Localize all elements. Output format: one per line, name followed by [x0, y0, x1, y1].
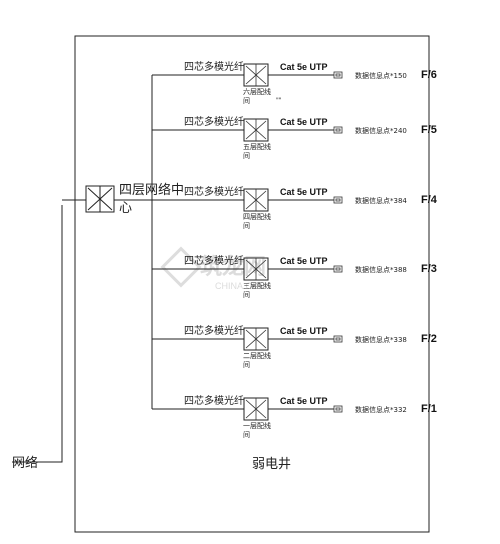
- floor-label: F/2: [421, 333, 437, 345]
- info-points-label: 数据信息点*332: [355, 405, 407, 414]
- utp-cable-label: Cat 5e UTP: [280, 187, 328, 197]
- room-label-line1: 五层配线: [243, 142, 271, 151]
- fiber-label: 四芯多模光纤: [184, 185, 244, 198]
- utp-cable-label: Cat 5e UTP: [280, 326, 328, 336]
- info-points-label: 数据信息点*384: [355, 196, 407, 205]
- outlet-icon: [333, 71, 343, 79]
- fiber-label: 四芯多模光纤: [184, 115, 244, 128]
- network-feed-line: [12, 205, 63, 463]
- outlet-icon: [333, 126, 343, 134]
- floor-label: F/6: [421, 69, 437, 81]
- fiber-label: 四芯多模光纤: [184, 60, 244, 73]
- outlet-icon-inner: [335, 337, 341, 341]
- info-points-label: 数据信息点*240: [355, 126, 407, 135]
- shaft-label: 弱电井: [252, 457, 291, 472]
- outlet-icon-inner: [335, 198, 341, 202]
- watermark-url: CHINA.COM: [215, 281, 267, 291]
- shaft-frame: [74, 35, 430, 533]
- room-label-line1: 四层配线: [243, 212, 271, 221]
- outlet-icon: [333, 405, 343, 413]
- outlet-icon: [333, 196, 343, 204]
- center-node: [85, 185, 115, 213]
- outlet-icon-inner: [335, 267, 341, 271]
- floor-label: F/5: [421, 124, 437, 136]
- floor-label: F/4: [421, 194, 438, 206]
- center-label-line2: 心: [119, 201, 132, 216]
- outlet-icon-inner: [335, 407, 341, 411]
- fiber-label: 四芯多模光纤: [184, 394, 244, 407]
- utp-cable-label: Cat 5e UTP: [280, 396, 328, 406]
- room-label-line2: 间: [243, 291, 250, 299]
- room-label-line2: 间: [243, 152, 250, 160]
- fiber-label: 四芯多模光纤: [184, 324, 244, 337]
- outlet-icon: [333, 335, 343, 343]
- utp-cable-label: Cat 5e UTP: [280, 117, 328, 127]
- outlet-icon-inner: [335, 73, 341, 77]
- utp-cable-label: Cat 5e UTP: [280, 62, 328, 72]
- room-label-line1: 三层配线: [243, 281, 271, 290]
- floor-label: F/3: [421, 263, 437, 275]
- info-points-label: 数据信息点*338: [355, 335, 407, 344]
- room-label-line1: 二层配线: [243, 351, 271, 360]
- fiber-label: 四芯多模光纤: [184, 254, 244, 267]
- network-label: 网络: [12, 455, 38, 471]
- room-label-line2: 间: [243, 97, 250, 105]
- utp-cable-label: Cat 5e UTP: [280, 256, 328, 266]
- room-label-line2: 间: [243, 361, 250, 369]
- room-label-line1: 六层配线: [243, 87, 271, 96]
- outlet-icon-inner: [335, 128, 341, 132]
- row-annotation: "": [276, 97, 282, 104]
- room-label-line2: 间: [243, 431, 250, 439]
- info-points-label: 数据信息点*388: [355, 265, 407, 274]
- info-points-label: 数据信息点*150: [355, 71, 407, 80]
- outlet-icon: [333, 265, 343, 273]
- floor-label: F/1: [421, 403, 437, 415]
- room-label-line2: 间: [243, 222, 250, 230]
- room-label-line1: 一层配线: [243, 421, 271, 430]
